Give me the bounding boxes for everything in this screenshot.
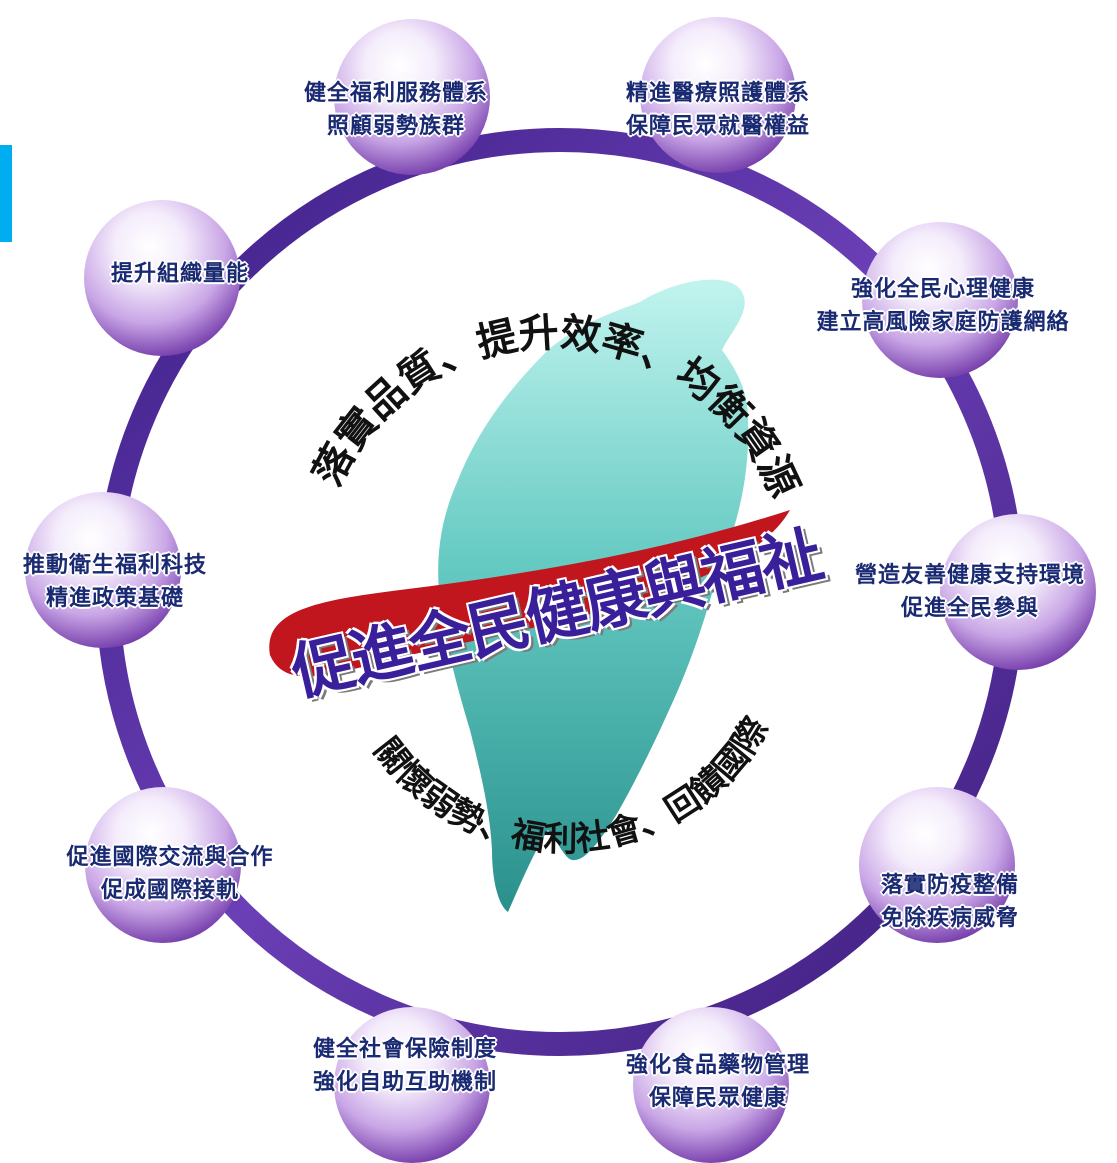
node-label-line1: 落實防疫整備 xyxy=(880,873,1020,898)
node-label: 健全社會保險制度強化自助互助機制 xyxy=(313,1033,497,1099)
node-label: 促進國際交流與合作促成國際接軌 xyxy=(66,841,273,907)
node-label-line1: 健全福利服務體系 xyxy=(303,81,489,106)
node-label-line2: 促成國際接軌 xyxy=(100,878,240,903)
node-label-line2: 保障民眾就醫權益 xyxy=(625,114,811,139)
sphere-node xyxy=(640,17,796,173)
node-label: 提升組織量能 xyxy=(111,258,249,291)
sphere-node xyxy=(25,492,181,648)
node-label-line1: 健全社會保險制度 xyxy=(312,1037,498,1062)
node-label-line2: 照顧弱勢族群 xyxy=(326,114,466,139)
node-label-line1: 促進國際交流與合作 xyxy=(66,845,274,870)
node-label-line2: 建立高風險家庭防護網絡 xyxy=(816,310,1070,335)
sphere-node xyxy=(334,1007,490,1163)
node-label: 落實防疫整備免除疾病威脅 xyxy=(881,869,1019,935)
sphere-node xyxy=(940,514,1096,670)
accent-bar xyxy=(0,145,12,242)
node-label-line1: 強化全民心理健康 xyxy=(850,277,1036,302)
sphere-node xyxy=(334,19,490,175)
node-label-line2: 促進全民參與 xyxy=(900,596,1040,621)
node-label: 健全福利服務體系照顧弱勢族群 xyxy=(304,77,488,143)
node-label-line1: 精進醫療照護體系 xyxy=(625,81,811,106)
node-label: 強化全民心理健康建立高風險家庭防護網絡 xyxy=(816,273,1069,339)
node-label-line1: 營造友善健康支持環境 xyxy=(854,563,1086,588)
sphere-node xyxy=(859,787,1015,943)
node-label-line2: 精進政策基礎 xyxy=(45,586,185,611)
node-label-line2: 免除疾病威脅 xyxy=(880,906,1020,931)
node-label-line2: 保障民眾健康 xyxy=(648,1086,788,1111)
node-label-line1: 強化食品藥物管理 xyxy=(625,1053,811,1078)
node-label: 精進醫療照護體系保障民眾就醫權益 xyxy=(626,77,810,143)
node-label-line2: 強化自助互助機制 xyxy=(312,1070,498,1095)
sphere-node xyxy=(84,200,240,356)
node-label: 推動衛生福利科技精進政策基礎 xyxy=(23,549,207,615)
sphere-node xyxy=(633,1007,789,1163)
node-label: 營造友善健康支持環境促進全民參與 xyxy=(855,559,1085,625)
node-label-line1: 提升組織量能 xyxy=(110,261,250,287)
node-label-line1: 推動衛生福利科技 xyxy=(22,553,208,578)
sphere-node xyxy=(862,222,1018,378)
red-swoosh xyxy=(269,510,790,677)
node-label: 強化食品藥物管理保障民眾健康 xyxy=(626,1049,810,1115)
sphere-node xyxy=(85,787,241,943)
